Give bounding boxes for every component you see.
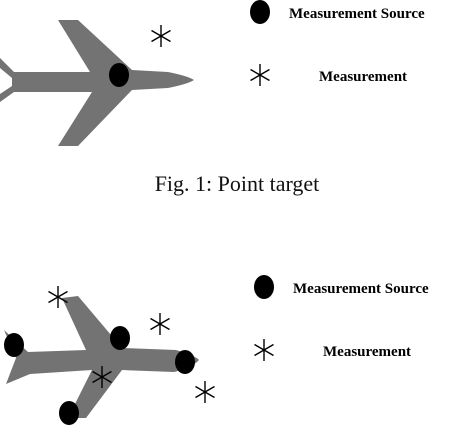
legend-source-dot-icon bbox=[250, 0, 270, 24]
legend-top: Measurement Source Measurement bbox=[249, 0, 425, 87]
measurement-source-dot bbox=[59, 401, 79, 425]
measurement-source-dot bbox=[110, 326, 130, 350]
legend-bottom: Measurement Source Measurement bbox=[253, 275, 429, 362]
measurement-star bbox=[47, 285, 69, 309]
measurement-source-dot bbox=[4, 333, 24, 357]
airplane-icon bbox=[4, 296, 199, 418]
measurement-source-dot bbox=[175, 350, 195, 374]
measurement-source-dot bbox=[109, 63, 129, 87]
airplane-icon bbox=[0, 20, 194, 146]
measurement-star bbox=[150, 24, 172, 48]
legend-measurement-label: Measurement bbox=[319, 69, 407, 85]
measurement-star bbox=[194, 380, 216, 404]
measurement-star bbox=[149, 312, 171, 336]
legend-star-icon bbox=[253, 338, 275, 362]
figure-top: Measurement Source Measurement Fig. 1: P… bbox=[0, 0, 425, 196]
legend-star-icon bbox=[249, 63, 271, 87]
figure-caption: Fig. 1: Point target bbox=[155, 171, 320, 196]
legend-source-dot-icon bbox=[254, 275, 274, 299]
legend-source-label: Measurement Source bbox=[289, 6, 425, 22]
legend-measurement-label: Measurement bbox=[323, 344, 411, 360]
figure-bottom: Measurement Source Measurement bbox=[4, 275, 429, 425]
legend-source-label: Measurement Source bbox=[293, 281, 429, 297]
